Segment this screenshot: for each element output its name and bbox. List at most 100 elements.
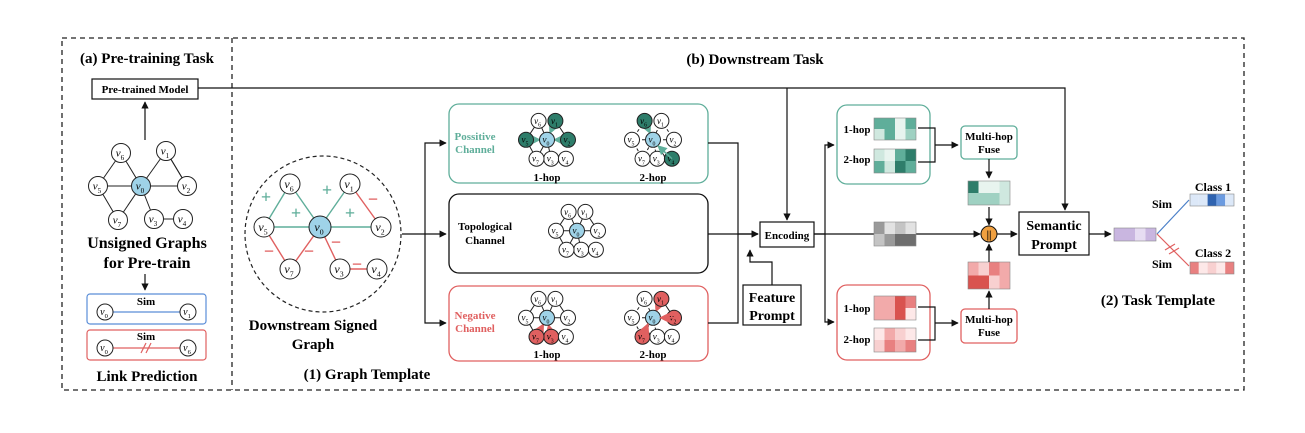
node-label: v3 (653, 332, 660, 345)
node-circle (530, 290, 547, 307)
feature-prompt-label-1: Feature (749, 291, 795, 306)
node-v1: v1 (179, 303, 197, 321)
embedding-cell (1145, 228, 1156, 241)
node-v2: v2 (370, 216, 392, 238)
node-circle (558, 241, 575, 258)
class2-sim-label: Sim (1152, 257, 1172, 271)
embedding-cell (1225, 262, 1234, 274)
embedding-border (873, 148, 917, 174)
encoding-to-positive-hop-arrow (814, 141, 835, 235)
node-label: v5 (628, 313, 635, 326)
node-v6: v6 (279, 173, 301, 195)
node-circle (548, 222, 564, 239)
minus-sign: − (352, 254, 362, 274)
embedding-border (873, 221, 917, 247)
output-embeddings (1113, 193, 1235, 275)
node-v6: v6 (530, 290, 547, 307)
unsigned-caption-1: Unsigned Graphs (87, 235, 207, 252)
class1-embedding (1189, 193, 1235, 207)
embedding-cell (989, 181, 1000, 193)
node-circle (173, 209, 193, 229)
feature-prompt-box (742, 284, 802, 326)
embedding-cell (989, 275, 1000, 289)
node-label: v7 (638, 154, 645, 167)
embedding-cell (968, 262, 979, 276)
link-prediction-label: Link Prediction (97, 369, 199, 385)
sim-negative-slash-2 (145, 342, 152, 354)
positive-multihop-label-1: Multi-hop (965, 131, 1013, 143)
positive-1hop-label: 1-hop (534, 172, 561, 184)
positive-multihop-label-2: Fuse (978, 144, 1000, 156)
node-v6: v6 (636, 112, 653, 129)
class2-slash-2 (1168, 247, 1180, 255)
embedding-cell (905, 118, 916, 129)
node-label: v1 (657, 294, 664, 307)
embedding-cell (978, 181, 989, 193)
embedding-cell (1207, 262, 1217, 274)
node-label: v1 (551, 116, 558, 129)
topological-channel-label-2: Channel (465, 235, 505, 247)
embedding-cell (874, 296, 885, 308)
signed-caption-2: Graph (292, 337, 335, 353)
embedding-cell (895, 234, 906, 246)
plus-sign: + (345, 203, 355, 223)
node-label: v1 (581, 207, 588, 220)
node-label: v5 (628, 135, 635, 148)
node-circle (569, 222, 585, 239)
negative-hop1-label: 1-hop (844, 303, 871, 315)
graph-edge (631, 298, 646, 319)
node-circle (96, 303, 114, 321)
node-label: v3 (334, 262, 343, 279)
negative-multihop-label-1: Multi-hop (965, 314, 1013, 326)
node-label: v7 (532, 154, 539, 167)
node-v1: v1 (577, 203, 594, 220)
node-circle (587, 241, 604, 258)
semantic-prompt-box (1018, 211, 1090, 256)
node-label: v6 (183, 343, 191, 356)
node-circle (131, 176, 151, 196)
embedding-cell (989, 262, 1000, 276)
node-v1: v1 (547, 290, 564, 307)
node-circle (634, 150, 651, 167)
class1-link (1156, 199, 1190, 235)
node-label: v6 (640, 116, 647, 129)
class2-link (1156, 233, 1190, 267)
graph-template-label: (1) Graph Template (304, 367, 431, 383)
embedding-cell (1207, 194, 1217, 206)
node-v6: v6 (560, 203, 577, 220)
embedding-cell (1124, 228, 1135, 241)
pos-hop1-embedding (873, 117, 917, 141)
minus-sign: − (331, 232, 341, 252)
to-negative-arrow (424, 234, 447, 327)
graph-edge (660, 120, 675, 141)
node-label: v6 (534, 116, 541, 129)
node-label: v2 (564, 135, 571, 148)
node-label: v2 (670, 313, 677, 326)
embedding-cell (968, 181, 979, 193)
node-label: v0 (543, 313, 550, 326)
node-v5: v5 (518, 309, 534, 326)
embedding-cell (884, 222, 895, 234)
node-v4: v4 (587, 241, 604, 258)
node-v0: v0 (96, 303, 114, 321)
negative-2hop-label: 2-hop (640, 349, 667, 361)
embedding-cell (895, 340, 906, 352)
positive-hop1-label: 1-hop (844, 124, 871, 136)
feature-prompt-arrow (746, 249, 773, 285)
node-label: v7 (113, 215, 122, 229)
embedding-cell (884, 340, 895, 352)
negative-channel-label-1: Negative (455, 310, 496, 322)
embedding-cell (884, 234, 895, 246)
node-label: v4 (561, 332, 568, 345)
node-v6: v6 (111, 143, 131, 163)
node-v7: v7 (528, 328, 545, 345)
node-label: v2 (375, 220, 384, 237)
embedding-cell (905, 340, 916, 352)
node-label: v5 (522, 313, 529, 326)
encoding-to-negative-hop-arrow (824, 234, 835, 326)
node-v0: v0 (645, 131, 661, 148)
